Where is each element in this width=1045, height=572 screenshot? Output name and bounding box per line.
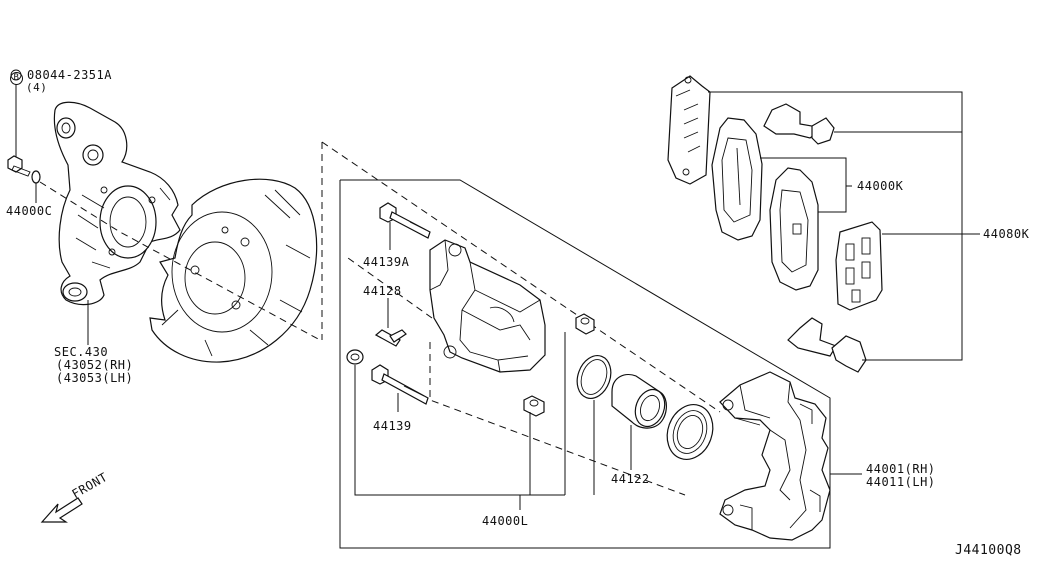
label-bolt-qty: (4) [26, 81, 48, 94]
piston-seal[interactable] [571, 351, 616, 403]
pad-retainer-upper[interactable] [763, 103, 835, 145]
front-arrow-icon [40, 497, 83, 523]
pad-shim-outer[interactable] [667, 75, 711, 185]
brake-pad-inner[interactable] [769, 167, 819, 291]
label-diagram-id: J44100Q8 [955, 543, 1022, 558]
label-44122: 44122 [611, 472, 650, 486]
guide-bolt-44139a[interactable] [379, 202, 431, 250]
pad-retainer-lower[interactable] [787, 317, 867, 373]
brake-pad-outer[interactable] [711, 117, 763, 241]
label-44001-rh: 44001(RH) [866, 462, 936, 476]
dust-cap-upper[interactable] [575, 313, 595, 335]
label-sec-430: SEC.430 [54, 345, 109, 359]
label-43052-rh: (43052(RH) [56, 358, 134, 372]
caliper-group-frame [339, 179, 831, 549]
caliper-body[interactable] [429, 239, 546, 373]
label-43053-lh: (43053(LH) [56, 371, 134, 385]
piston-boot[interactable] [660, 398, 720, 466]
leader-44000k [760, 157, 847, 213]
hub-bolt-08044[interactable] [7, 69, 31, 177]
label-44139: 44139 [373, 419, 412, 433]
label-44000c: 44000C [6, 204, 53, 218]
axis-line-top [321, 141, 721, 413]
leader-44000l-left [354, 365, 565, 496]
label-44000k: 44000K [857, 179, 904, 193]
washer-44000c[interactable] [31, 170, 41, 203]
steering-knuckle[interactable] [53, 101, 181, 306]
label-44000l: 44000L [482, 514, 529, 528]
brake-dust-shield[interactable] [149, 178, 318, 363]
label-44139a: 44139A [363, 255, 410, 269]
caliper-support-bracket[interactable] [719, 371, 831, 541]
leader-44080k [708, 91, 963, 361]
label-44011-lh: 44011(LH) [866, 475, 936, 489]
axis-line-pin [347, 257, 433, 319]
label-08044-2351a: 08044-2351A [27, 68, 112, 82]
pad-shim-inner[interactable] [835, 221, 883, 311]
guide-pin-44128[interactable] [374, 298, 407, 347]
label-44080k: 44080K [983, 227, 1030, 241]
bolt-marker-label: B [10, 70, 23, 85]
boot-small-left[interactable] [346, 349, 364, 365]
label-44128: 44128 [363, 284, 402, 298]
dust-cap-lower[interactable] [523, 395, 545, 417]
axis-line-hub [39, 181, 321, 341]
bolt-marker-badge: B [10, 72, 23, 85]
piston-44122[interactable] [611, 373, 670, 431]
guide-bolt-44139[interactable] [371, 364, 429, 412]
